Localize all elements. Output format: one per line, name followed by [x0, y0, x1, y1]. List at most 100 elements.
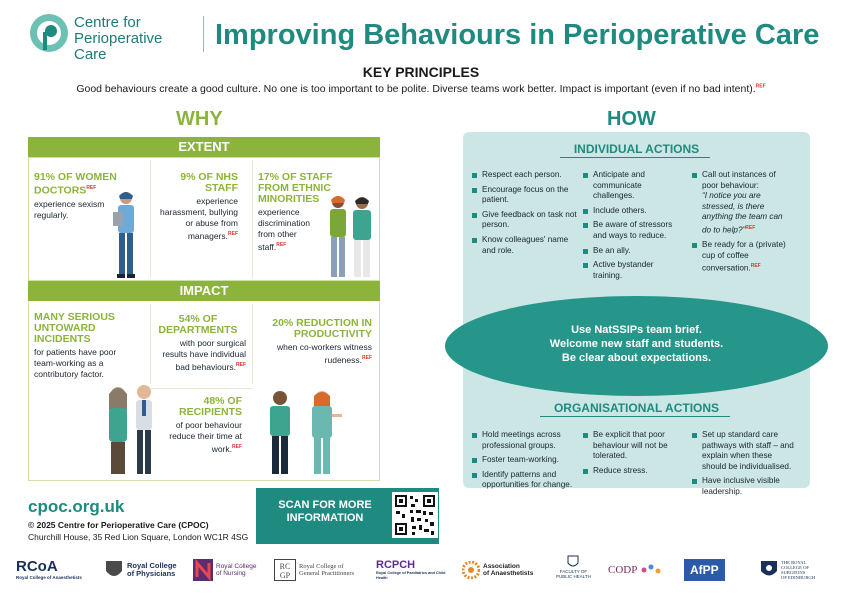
list-item: Reduce stress.	[583, 466, 683, 477]
codp-logo-text: CODP	[608, 564, 638, 576]
list-item: Hold meetings across professional groups…	[472, 430, 574, 451]
impact-stat-4: 48% OF RECIPIENTS of poor behaviour redu…	[160, 396, 242, 455]
list-item: Respect each person.	[472, 170, 580, 181]
scan-line-2: INFORMATION	[286, 512, 364, 524]
qr-code-icon[interactable]	[392, 492, 438, 538]
centre-line-3: Be clear about expectations.	[561, 352, 712, 364]
scan-line-1: SCAN FOR MORE	[278, 499, 372, 511]
centre-line-2: Welcome new staff and students.	[549, 338, 724, 350]
rcoa-logo-text: RCoA	[16, 557, 58, 575]
stat-body: of poor behaviour reduce their time at w…	[169, 420, 242, 454]
list-item: Identify patterns and opportunities for …	[472, 470, 574, 491]
stat-head: 54% OF DEPARTMENTS	[158, 313, 238, 336]
list-item: Call out instances of poor behaviour:“I …	[692, 170, 792, 236]
why-heading: WHY	[176, 108, 223, 130]
codp-logo: CODP	[608, 555, 662, 585]
stat-head: 20% REDUCTION IN PRODUCTIVITY	[272, 317, 372, 340]
individual-list-3: Call out instances of poor behaviour:“I …	[692, 170, 792, 279]
list-item: Foster team-working.	[472, 455, 574, 466]
impact-divider-1	[150, 304, 151, 384]
impact-stat-1: MANY SERIOUS UNTOWARD INCIDENTS for pati…	[34, 312, 146, 380]
list-item: Be explicit that poor behaviour will not…	[583, 430, 683, 462]
list-item: Be an ally.	[583, 246, 678, 257]
impact-stat-3: 20% REDUCTION IN PRODUCTIVITY when co-wo…	[262, 318, 372, 366]
individual-actions-heading: INDIVIDUAL ACTIONS	[573, 142, 700, 156]
centre-message: Use NatSSIPs team brief. Welcome new sta…	[463, 323, 810, 365]
fph-crest-icon	[567, 555, 579, 567]
extent-stat-3: 17% OF STAFF FROM ETHNIC MINORITIES expe…	[258, 172, 340, 253]
stat-head: 91% OF WOMEN DOCTORSREF	[34, 171, 117, 197]
extent-divider-2	[252, 160, 253, 278]
org-name-line2: Perioperative Care	[74, 30, 163, 63]
svg-text:GP: GP	[280, 571, 291, 580]
list-item: Have inclusive visible leadership.	[692, 476, 796, 497]
ethnic-minority-staff-illustration	[330, 196, 371, 277]
organisational-list-1: Hold meetings across professional groups…	[472, 430, 574, 495]
scan-label: SCAN FOR MORE INFORMATION	[262, 499, 388, 525]
stat-body: when co-workers witness rudeness.REF	[277, 342, 372, 365]
intro-text: Good behaviours create a good culture. N…	[0, 83, 842, 95]
page-title: Improving Behaviours in Perioperative Ca…	[215, 19, 820, 51]
extent-band: EXTENT	[28, 137, 380, 157]
extent-stat-1: 91% OF WOMEN DOCTORSREF experience sexis…	[34, 172, 130, 221]
stat-body: for patients have poor team-working as a…	[34, 347, 117, 379]
svg-text:RC: RC	[280, 562, 291, 571]
list-item: Be ready for a (private) cup of coffee c…	[692, 240, 792, 275]
list-item: Include others.	[583, 206, 678, 217]
stat-body: experience discrimination from other sta…	[258, 207, 310, 252]
impact-panel	[28, 301, 380, 481]
rcpch-logo-text: RCPCH	[376, 559, 416, 571]
rudeness-scene-illustration	[270, 391, 342, 474]
stat-head: MANY SERIOUS UNTOWARD INCIDENTS	[34, 311, 115, 345]
org-name: Centre for Perioperative Care	[74, 15, 194, 63]
extent-panel	[28, 157, 380, 281]
stat-head: 48% OF RECIPIENTS	[178, 395, 242, 418]
website-link[interactable]: cpoc.org.uk	[28, 497, 125, 516]
extent-stat-2: 9% OF NHS STAFF experience harassment, b…	[160, 172, 238, 242]
afpp-logo-text: AfPP	[684, 559, 725, 581]
org-name-line1: Centre for	[74, 14, 141, 31]
ref-marker: REF	[755, 83, 766, 90]
rcse-crest-icon	[761, 561, 777, 576]
extent-divider-1	[150, 160, 151, 278]
list-item: Set up standard care pathways with staff…	[692, 430, 796, 472]
centre-line-1: Use NatSSIPs team brief.	[571, 324, 702, 336]
cpoc-logo-icon	[30, 14, 68, 52]
list-item: Know colleagues' name and role.	[472, 235, 580, 256]
stat-body: experience sexism regularly.	[34, 198, 105, 220]
rcoa-logo-sub: Royal College of Anaesthetists	[16, 574, 82, 580]
impact-band: IMPACT	[28, 281, 380, 301]
rcpch-logo-sub: Royal College of Paediatrics and Child H…	[376, 571, 446, 580]
stat-head: 17% OF STAFF FROM ETHNIC MINORITIES	[258, 171, 333, 205]
individual-list-1: Respect each person. Encourage focus on …	[472, 170, 580, 260]
colleagues-talking-illustration	[109, 385, 152, 474]
centre-message-band	[445, 296, 828, 396]
organisational-underline	[540, 416, 730, 417]
codp-dots-icon	[641, 564, 661, 574]
copyright: © 2025 Centre for Perioperative Care (CP…	[28, 520, 209, 530]
list-item: Be aware of stressors and ways to reduce…	[583, 220, 678, 241]
intro-sentence: Good behaviours create a good culture. N…	[76, 83, 756, 95]
organisational-actions-heading: ORGANISATIONAL ACTIONS	[553, 401, 720, 415]
impact-divider-2	[252, 304, 253, 384]
afpp-logo: AfPP	[684, 555, 725, 585]
stat-body: experience harassment, bullying or abuse…	[160, 196, 238, 241]
key-principles-heading: KEY PRINCIPLES	[362, 64, 480, 80]
rcoa-logo: RCoA Royal College of Anaesthetists	[16, 555, 82, 585]
organisational-list-2: Be explicit that poor behaviour will not…	[583, 430, 683, 480]
list-item: Encourage focus on the patient.	[472, 185, 580, 206]
rcpch-logo: RCPCH Royal College of Paediatrics and C…	[376, 555, 448, 585]
stat-body: with poor surgical results have individu…	[162, 338, 246, 372]
organisational-list-3: Set up standard care pathways with staff…	[692, 430, 796, 502]
impact-stat-2: 54% OF DEPARTMENTS with poor surgical re…	[154, 314, 246, 373]
individual-list-2: Anticipate and communicate challenges. I…	[583, 170, 678, 285]
list-item: Active bystander training.	[583, 260, 678, 281]
stat-head: 9% OF NHS STAFF	[180, 171, 238, 194]
